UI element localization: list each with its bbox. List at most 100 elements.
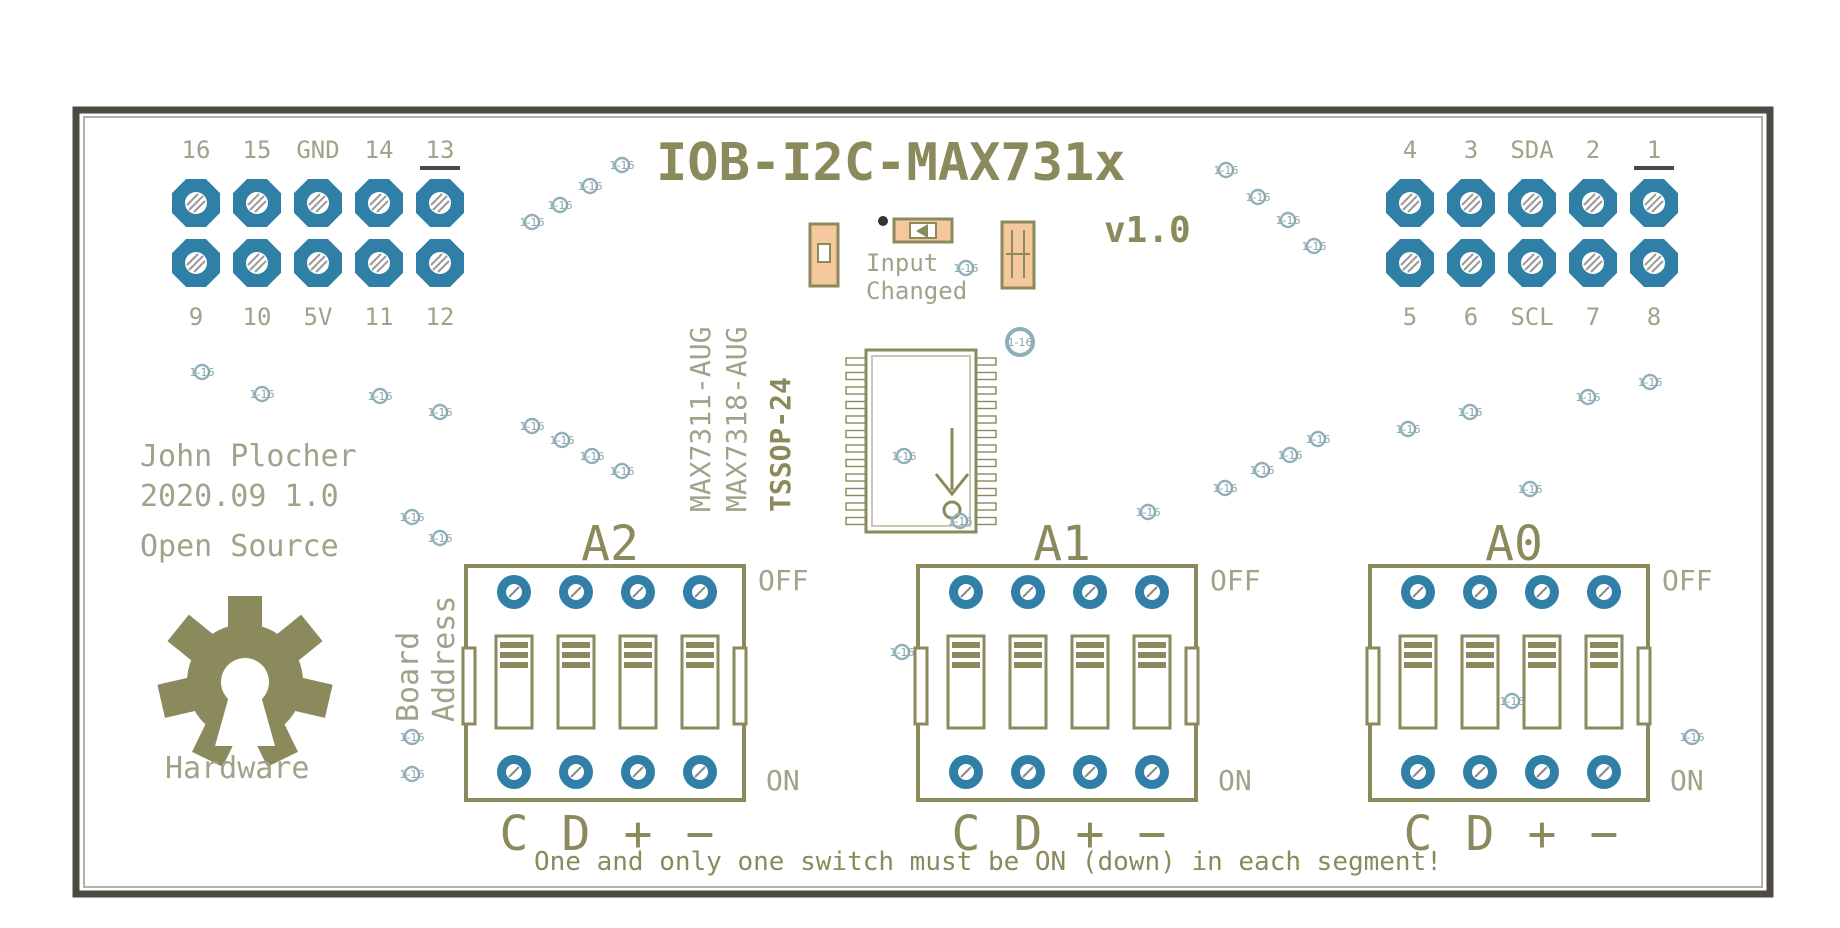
via-label: 1-16 — [610, 465, 635, 478]
author-license: Open Source — [140, 529, 339, 564]
switch-pad-top — [1587, 575, 1621, 609]
switch-lever[interactable] — [494, 634, 534, 730]
switch-pin-label: + — [624, 806, 653, 862]
right-pin-label-top: 2 — [1586, 136, 1600, 164]
via-label: 1-16 — [250, 388, 275, 401]
switch-lever[interactable] — [680, 634, 720, 730]
via: 1-16 — [368, 387, 392, 405]
via: 1-16 — [948, 512, 972, 530]
via-large: 1-16 — [1005, 327, 1035, 357]
switch-pad-bottom — [621, 755, 655, 789]
via: 1-16 — [578, 177, 602, 195]
switch-pad-top — [1525, 575, 1559, 609]
via-label: 1-16 — [550, 434, 575, 447]
board-title: IOB-I2C-MAX731x — [656, 133, 1126, 193]
switch-lever[interactable] — [1460, 634, 1500, 730]
via: 1-16 — [190, 363, 215, 381]
switch-lever[interactable] — [618, 634, 658, 730]
via: 1-16 — [1246, 188, 1271, 206]
switch-pad-bottom — [1525, 755, 1559, 789]
via-label: 1-16 — [1638, 376, 1663, 389]
via-label: 1-16 — [1008, 336, 1033, 349]
logo-caption: Hardware — [165, 751, 310, 786]
author-name: John Plocher — [140, 439, 357, 474]
via-label: 1-16 — [1396, 423, 1421, 436]
switch-lever[interactable] — [1132, 634, 1172, 730]
board-version: v1.0 — [1104, 210, 1191, 251]
switch-pin-label: − — [1590, 806, 1619, 862]
via-label: 1-16 — [892, 450, 917, 463]
via: 1-16 — [890, 643, 914, 661]
led-label-line1: Input — [866, 249, 938, 277]
left-pin-pad — [416, 239, 464, 287]
switch-pad-top — [497, 575, 531, 609]
left-pin-label-top: 15 — [243, 136, 272, 164]
switch-pin-label: C — [1404, 806, 1433, 862]
via: 1-16 — [1638, 373, 1663, 391]
via: 1-16 — [1136, 503, 1161, 521]
right-pin-pad — [1630, 239, 1678, 287]
via: 1-16 — [1518, 480, 1542, 498]
switch-pad-top — [621, 575, 655, 609]
left-pin-label-top: 16 — [182, 136, 211, 164]
switch-on-label: ON — [766, 764, 800, 797]
via-label: 1-16 — [400, 511, 425, 524]
via-label: 1-16 — [1250, 464, 1275, 477]
right-pin-label-top: 4 — [1403, 136, 1417, 164]
switch-pin-label: C — [952, 806, 981, 862]
via: 1-16 — [1214, 161, 1238, 179]
via-label: 1-16 — [1302, 240, 1327, 253]
package-label: TSSOP-24 — [764, 377, 797, 512]
via-label: 1-16 — [1306, 433, 1331, 446]
ic-footprint — [845, 348, 997, 534]
via-label: 1-16 — [428, 406, 453, 419]
switch-pad-top — [1135, 575, 1169, 609]
via-label: 1-16 — [428, 532, 453, 545]
switch-lever[interactable] — [1398, 634, 1438, 730]
switch-off-label: OFF — [758, 564, 809, 597]
via: 1-16 — [428, 403, 453, 421]
via-label: 1-16 — [1576, 391, 1601, 404]
open-hardware-gear-icon — [157, 596, 333, 767]
switch-lever[interactable] — [946, 634, 986, 730]
via: 1-16 — [1396, 420, 1421, 438]
right-pin-label-bottom: 5 — [1403, 303, 1417, 331]
via-label: 1-16 — [1278, 449, 1303, 462]
switch-pad-bottom — [683, 755, 717, 789]
left-pin-label-bottom: 5V — [304, 303, 333, 331]
via-label: 1-16 — [190, 366, 215, 379]
via: 1-16 — [1500, 692, 1524, 710]
via: 1-16 — [428, 529, 453, 547]
via-label: 1-16 — [580, 450, 605, 463]
via-label: 1-16 — [400, 768, 425, 781]
via: 1-16 — [1306, 430, 1331, 448]
left-pin-pad — [294, 179, 342, 227]
chip-name-2: MAX7318-AUG — [720, 327, 753, 512]
switch-pin-label: − — [686, 806, 715, 862]
left-pin-label-bottom: 12 — [426, 303, 455, 331]
via: 1-16 — [610, 156, 635, 174]
switch-pad-bottom — [1401, 755, 1435, 789]
via-label: 1-16 — [1136, 506, 1161, 519]
switch-pin-label: + — [1076, 806, 1105, 862]
via: 1-16 — [400, 765, 425, 783]
via: 1-16 — [954, 259, 978, 277]
via-label: 1-16 — [1246, 191, 1271, 204]
switch-lever[interactable] — [1070, 634, 1110, 730]
switch-pad-top — [559, 575, 593, 609]
via: 1-16 — [1302, 237, 1327, 255]
switch-pad-bottom — [949, 755, 983, 789]
right-pin-label-top: 1 — [1647, 136, 1661, 164]
switch-lever[interactable] — [1522, 634, 1562, 730]
switch-lever[interactable] — [1584, 634, 1624, 730]
switch-lever[interactable] — [1008, 634, 1048, 730]
left-pin-pad — [172, 239, 220, 287]
switch-lever[interactable] — [556, 634, 596, 730]
via-label: 1-16 — [610, 159, 635, 172]
via: 1-16 — [580, 447, 605, 465]
left-pin-pad — [233, 179, 281, 227]
footer-note: One and only one switch must be ON (down… — [534, 847, 1442, 877]
author-date: 2020.09 1.0 — [140, 479, 339, 514]
